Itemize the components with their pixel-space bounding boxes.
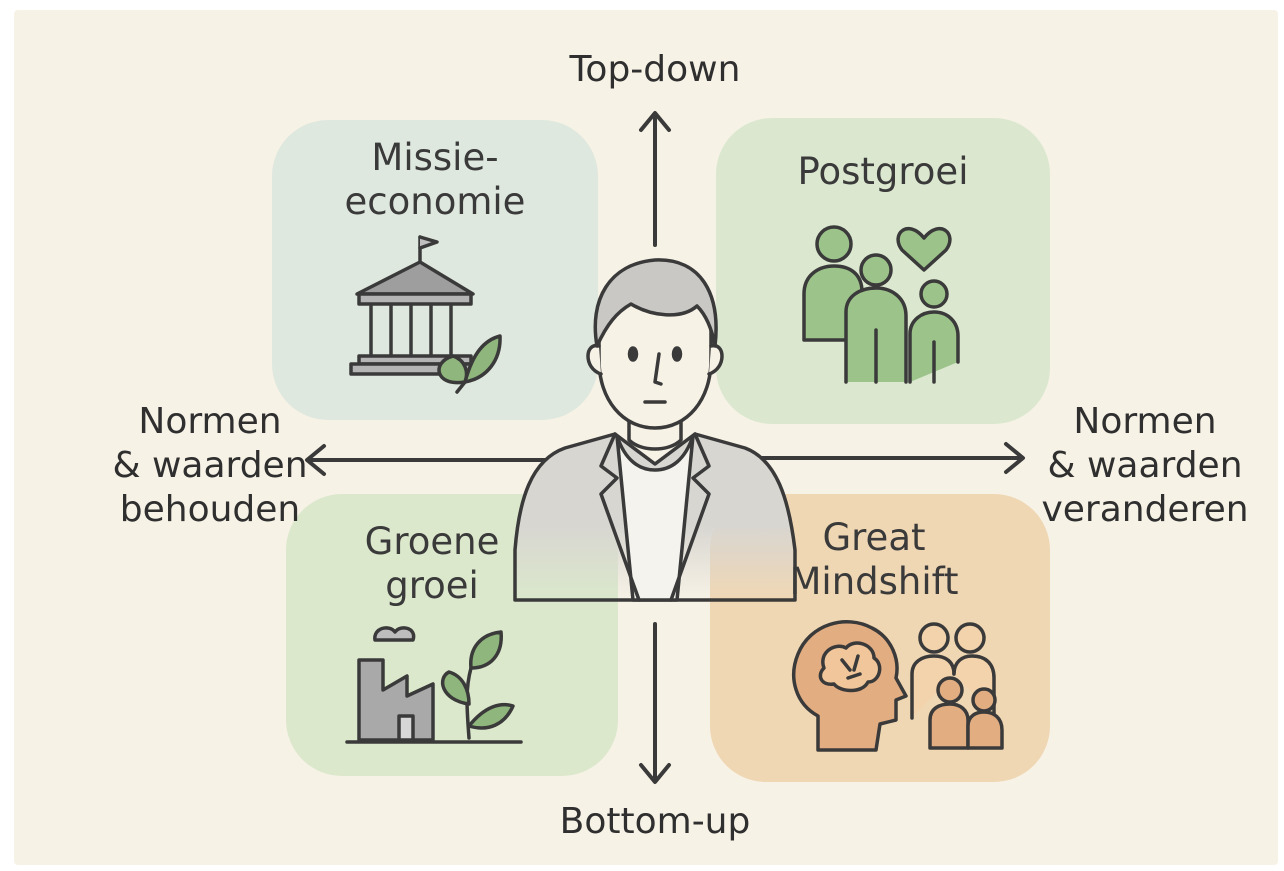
arrow-left-icon (305, 444, 326, 476)
factory-plant-icon (345, 626, 523, 744)
quadrant-title: Postgroei (797, 150, 969, 193)
quadrant-title: Groene groei (364, 520, 500, 607)
brain-people-icon (792, 620, 1004, 752)
quadrant-title: Missie- economie (344, 136, 526, 223)
axis-label-top: Top-down (569, 49, 741, 90)
quadrant-title: Great Mindshift (789, 516, 959, 603)
axis-label-left: Normen & waarden behouden (112, 401, 308, 530)
axis-label-right: Normen & waarden veranderen (1041, 401, 1249, 530)
arrow-down-icon (639, 763, 671, 784)
person-illustration (513, 258, 797, 602)
family-heart-icon (802, 225, 960, 384)
government-building-icon (349, 235, 502, 394)
arrow-right-icon (1004, 442, 1025, 474)
axis-label-bottom: Bottom-up (559, 801, 751, 842)
arrow-up-icon (639, 111, 671, 132)
